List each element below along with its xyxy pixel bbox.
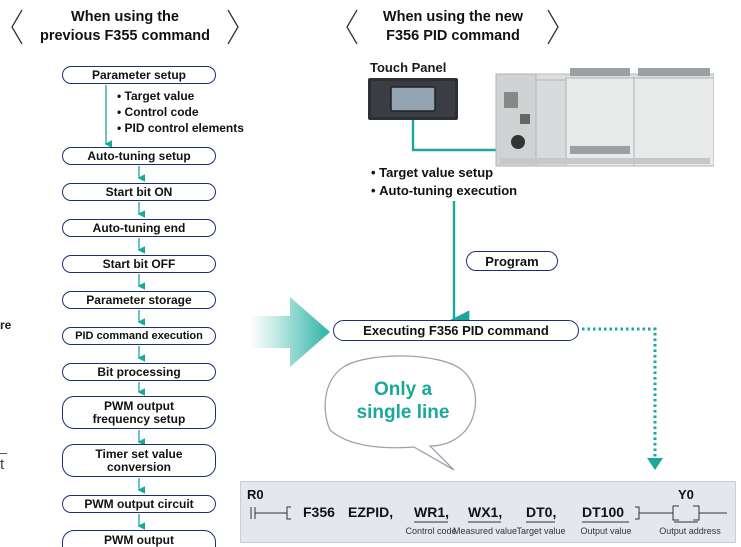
- caption-measured-value: Measured value: [452, 526, 518, 536]
- step-auto-tuning-setup: Auto-tuning setup: [62, 147, 216, 165]
- program-pill: Program: [466, 251, 558, 271]
- output-coil-label: Y0: [678, 487, 694, 502]
- step-timer-set-value-conversion: Timer set value conversion: [62, 444, 216, 477]
- caption-output-value: Output value: [580, 526, 632, 536]
- right-bullets: Target value setup Auto-tuning execution: [371, 164, 517, 200]
- left-header-brackets: [11, 9, 559, 45]
- instruction-name: EZPID,: [348, 504, 394, 520]
- operand-dt100: DT100: [582, 504, 625, 520]
- step-parameter-setup: Parameter setup: [62, 66, 216, 84]
- step-bit-processing: Bit processing: [62, 363, 216, 381]
- step-pwm-output-frequency-setup: PWM output frequency setup: [62, 396, 216, 429]
- touch-panel-label: Touch Panel: [370, 60, 447, 75]
- step-start-bit-on: Start bit ON: [62, 183, 216, 201]
- touch-panel-image: [368, 78, 458, 120]
- left-edge-fragment-2: t: [0, 456, 5, 473]
- step-pwm-output: PWM output: [62, 530, 216, 547]
- bubble-text: Only a single line: [356, 379, 450, 423]
- step-auto-tuning-end: Auto-tuning end: [62, 219, 216, 237]
- left-header: When using the previous F355 command: [39, 9, 211, 44]
- step-pwm-output-circuit: PWM output circuit: [62, 495, 216, 513]
- right-header: When using the new F356 PID command: [382, 9, 524, 44]
- step-pid-command-execution: PID command execution: [62, 327, 216, 345]
- ladder-instruction-box: R0 F356 EZPID, WR1, WX1, DT0, DT100 Y0 C…: [240, 481, 736, 543]
- caption-control-code: Control code: [405, 526, 457, 536]
- executing-pill: Executing F356 PID command: [333, 320, 579, 341]
- operand-wx1: WX1,: [468, 504, 503, 520]
- parameter-bullets: Target value Control code PID control el…: [117, 88, 244, 136]
- caption-target-value: Target value: [516, 526, 566, 536]
- operand-underlines: [414, 521, 698, 523]
- command-code: F356: [303, 504, 335, 520]
- input-contact-label: R0: [247, 487, 264, 502]
- plc-unit-image: [495, 68, 714, 167]
- caption-output-address: Output address: [659, 526, 721, 536]
- left-edge-fragment-1: re: [0, 318, 12, 332]
- left-edge-line: [0, 453, 7, 454]
- step-start-bit-off: Start bit OFF: [62, 255, 216, 273]
- step-parameter-storage: Parameter storage: [62, 291, 216, 309]
- operand-wr1: WR1,: [414, 504, 449, 520]
- ladder-rung-lines: [250, 505, 727, 521]
- operand-dt0: DT0,: [526, 504, 557, 520]
